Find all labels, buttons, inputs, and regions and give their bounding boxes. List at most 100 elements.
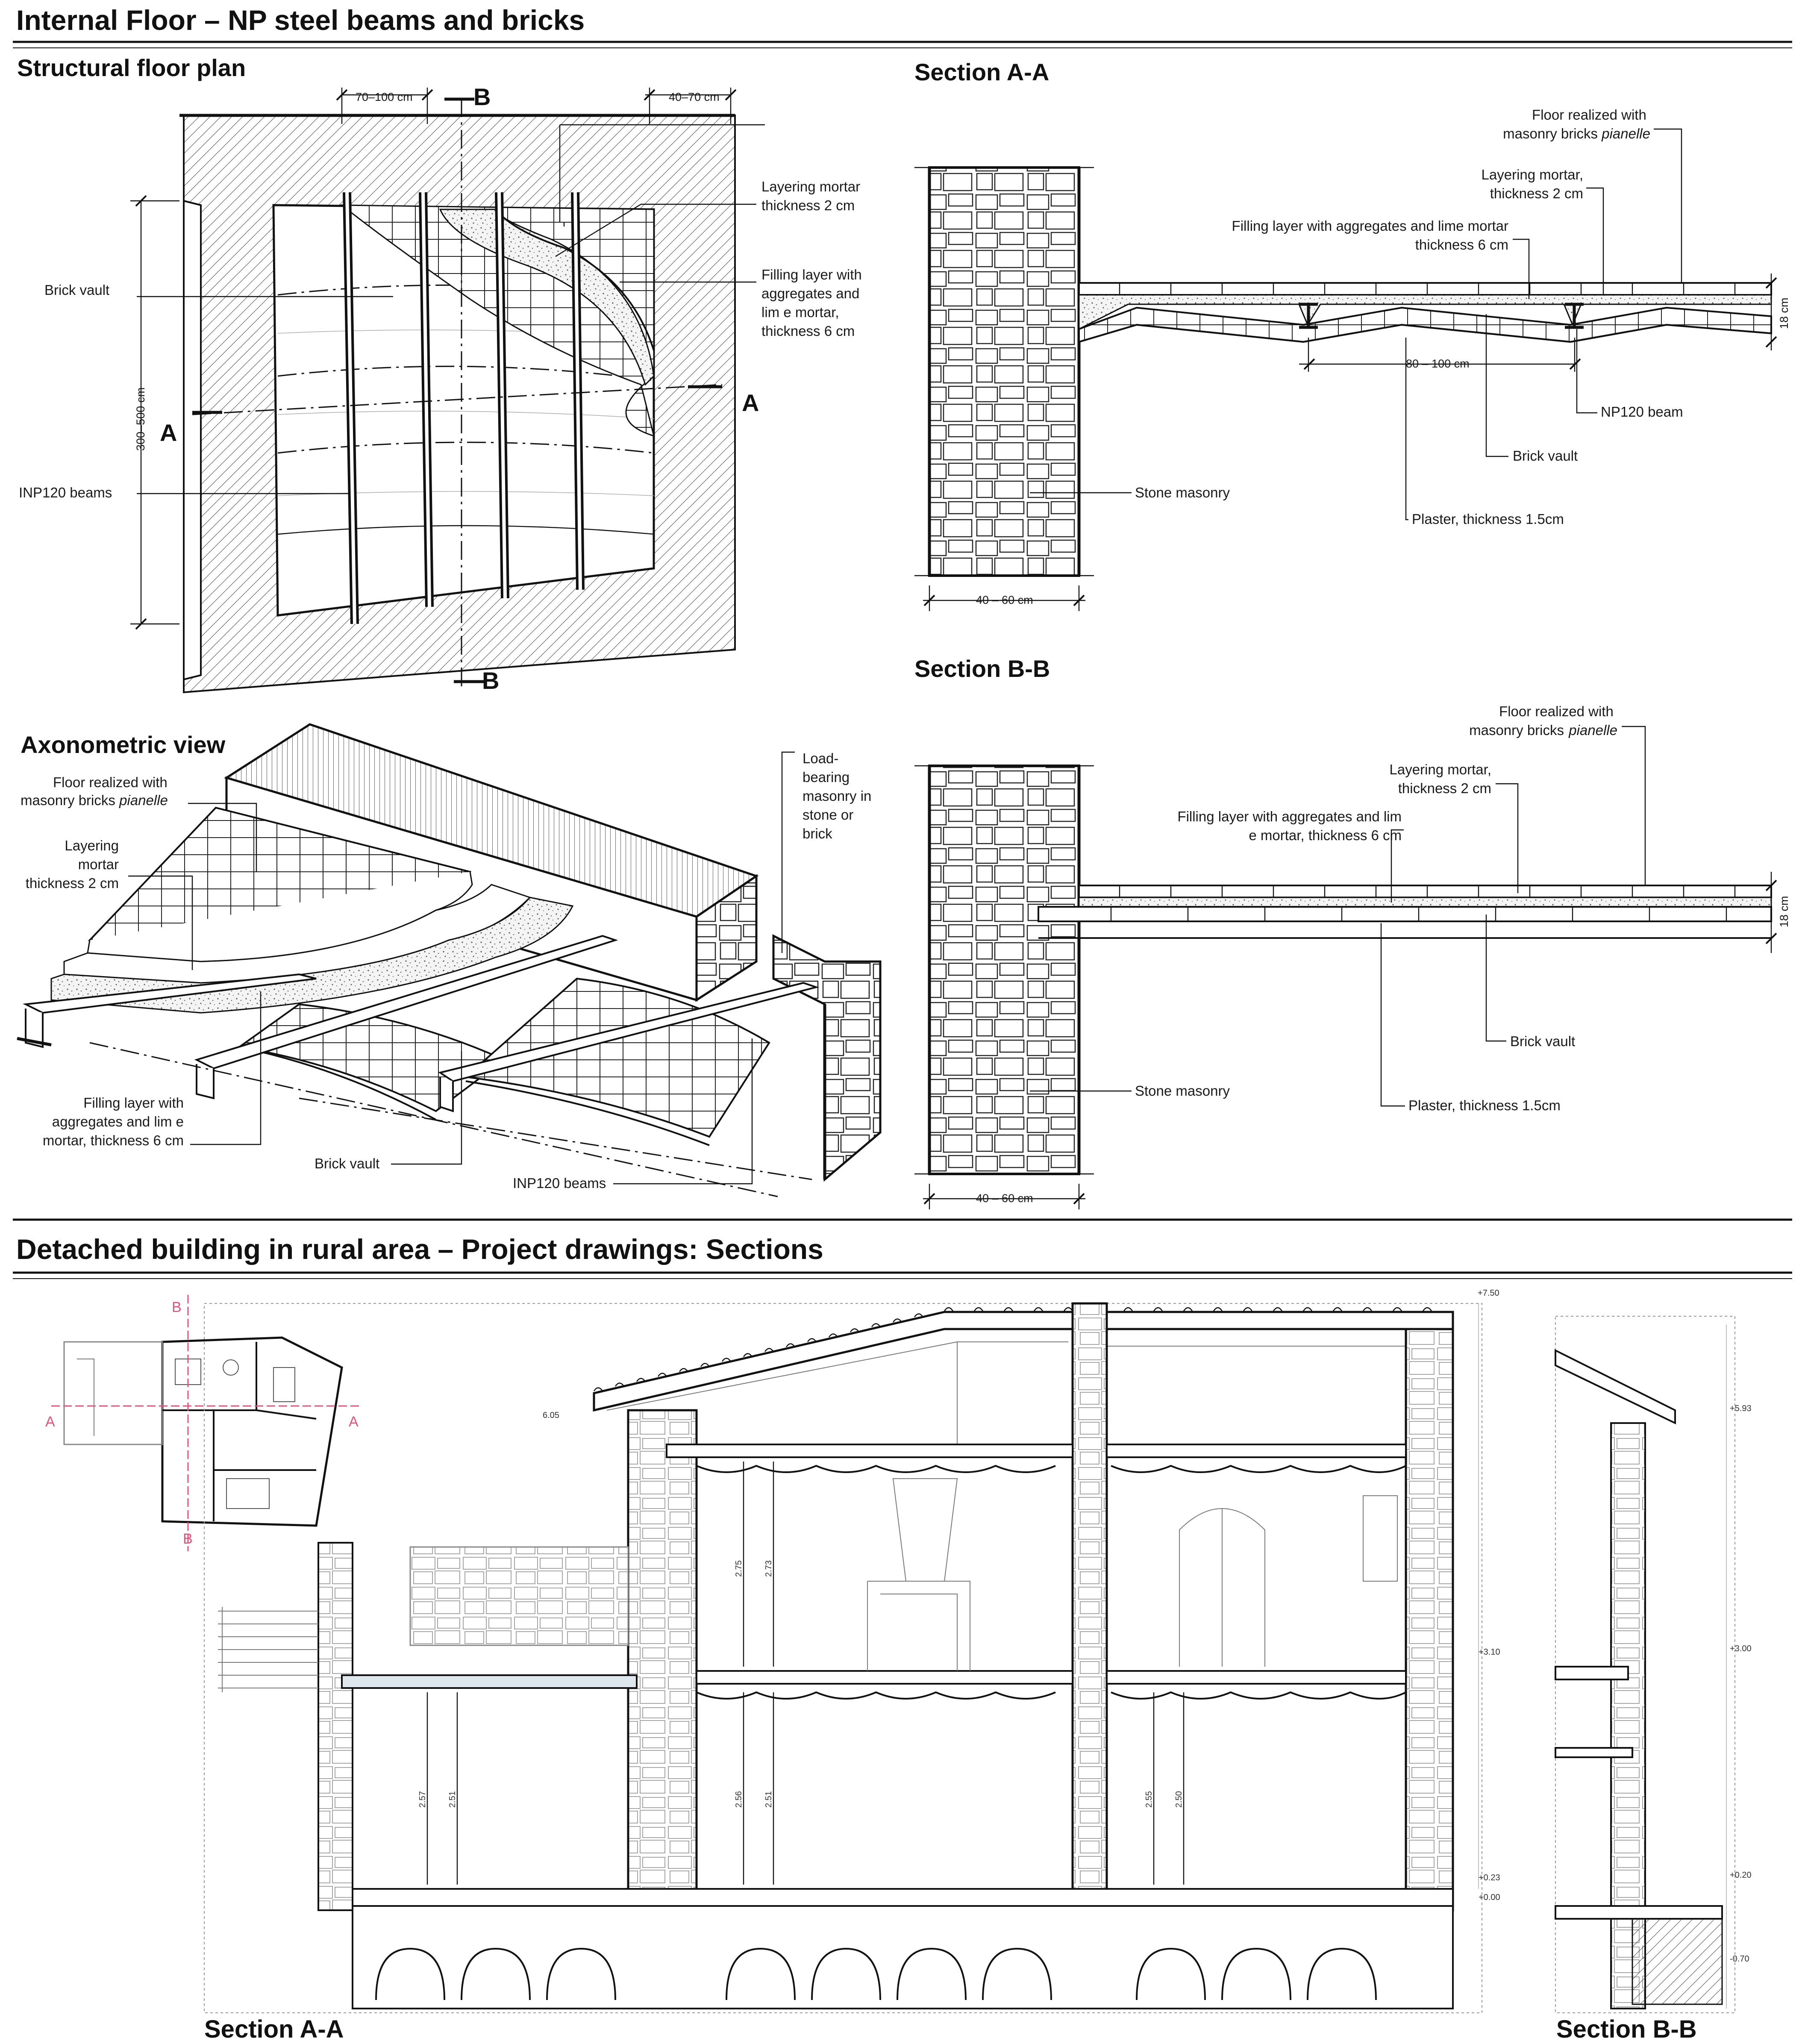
axo-label-filling: Filling layer with aggregates and lim e mo… (43, 1095, 184, 1148)
door (1179, 1508, 1265, 1667)
section-bb-title: Section B-B (914, 655, 1050, 682)
aa-dim-beams: 80 – 100 cm (1406, 357, 1470, 370)
section-a-caption: Section A-A (204, 2015, 344, 2043)
aa-label-masonry: Stone masonry (1135, 485, 1230, 500)
slab-middle (696, 1670, 1073, 1685)
label-line: bearing (803, 769, 850, 785)
key-a-right: A (349, 1414, 359, 1430)
label-line: Load- (803, 750, 838, 766)
plan-dim-span: 300–500 cm (134, 387, 147, 451)
axonometric-view: Axonometric view (17, 723, 882, 1197)
section-aa-detail: Section A-A 18 cm (914, 59, 1790, 611)
label-line: thickness 6 cm (1415, 237, 1508, 253)
aa-dim-wall: 40 – 60 cm (976, 594, 1033, 606)
axo-right-wall (772, 934, 882, 1182)
plan-title: Structural floor plan (17, 54, 246, 81)
h-251b: 2.51 (764, 1791, 773, 1808)
wall-garden (409, 1546, 629, 1646)
plan-cut-b-bottom: B (482, 667, 499, 694)
label-line: thickness 2 cm (761, 197, 855, 213)
label-line: thickness 2 cm (1490, 185, 1583, 201)
plan-beams (343, 192, 585, 624)
bb-label-layering: Layering mortar, thickness 2 cm (1390, 762, 1491, 796)
axo-label-beams: INP120 beams (513, 1175, 606, 1191)
aa-beams (1299, 303, 1584, 329)
label-line: thickness 6 cm (761, 323, 855, 339)
vespaio-arches (375, 1947, 1377, 2000)
aa-label-plaster: Plaster, thickness 1.5cm (1412, 511, 1564, 527)
plan-label-beams: INP120 beams (19, 485, 112, 500)
bb-label-floor: Floor realized with pianelle (1499, 703, 1617, 738)
building-section-bb: +5.93 +3.00 +0.20 -0.70 Section B-B (1555, 1316, 1752, 2043)
aa-label-layering: Layering mortar, thickness 2 cm (1482, 167, 1583, 201)
h-250: 2.50 (1174, 1791, 1184, 1808)
aa-label-filling: Filling layer with aggregates and lime m… (1232, 218, 1508, 253)
aa-pianelle-joints (1119, 283, 1736, 295)
structural-floor-plan: Structural floor plan (17, 54, 862, 694)
axo-vault-1 (237, 1003, 506, 1112)
label-line: aggregates and (761, 285, 859, 301)
section-aa-title: Section A-A (914, 59, 1049, 85)
label-line: thickness 2 cm (26, 875, 119, 891)
label-line: stone or (803, 807, 853, 823)
plan-cut-b-top: B (473, 83, 491, 110)
top-header: Internal Floor – NP steel beams and bric… (16, 4, 585, 36)
aa-label-beam: NP120 beam (1601, 404, 1683, 420)
bb-dim-depth: 18 cm (1778, 896, 1790, 927)
axo-label-layering: Layering mortar thickness 2 cm (26, 838, 119, 891)
label-line: aggregates and lim e (52, 1114, 184, 1129)
lvl-b-3: -0.70 (1730, 1954, 1749, 1964)
plan-dim-beam-spacing: 70–100 cm (356, 91, 413, 103)
h-273: 2.73 (764, 1560, 773, 1577)
aa-floor-pianelle (1078, 282, 1772, 296)
stairs (218, 1607, 318, 1692)
bb-dim-wall: 40 – 60 cm (976, 1192, 1033, 1205)
slab-upper (666, 1444, 1073, 1458)
h-257: 2.57 (418, 1791, 427, 1808)
roof-bb (1555, 1349, 1676, 1425)
axo-label-floor: Floor realized with masonry bricks piane… (21, 774, 171, 808)
axo-label-vault: Brick vault (315, 1156, 379, 1171)
lvl-b-0: +5.93 (1730, 1404, 1752, 1413)
section-b-caption: Section B-B (1556, 2015, 1697, 2043)
plan-label-vault: Brick vault (44, 282, 109, 298)
lvl-a-3: +0.23 (1479, 1873, 1500, 1882)
label-line: Layering mortar, (1390, 762, 1491, 777)
building-section-aa: 2.75 2.73 2.57 2.51 2.56 2.51 2.55 2.50 … (204, 1288, 1500, 2043)
section-bb-detail: Section B-B 18 cm 40 – 60 c (914, 655, 1790, 1209)
label-line: Layering (65, 838, 119, 853)
plan-cut-a-left: A (160, 419, 177, 446)
cut-line-a (192, 384, 723, 415)
label-line: Layering mortar (761, 179, 860, 194)
aa-label-vault: Brick vault (1513, 448, 1578, 464)
label-line: Filling layer with (761, 267, 862, 282)
aa-label-floor: Floor realized with masonry bricks piane… (1503, 107, 1650, 141)
plan-label-layering: Layering mortar thickness 2 cm (761, 179, 860, 213)
bb-label-plaster: Plaster, thickness 1.5cm (1408, 1097, 1561, 1113)
label-line: lim e mortar, (761, 304, 839, 320)
lvl-a-4: +0.00 (1479, 1893, 1500, 1902)
key-a-left: A (45, 1414, 55, 1430)
wall-mid-stone (1071, 1302, 1108, 1912)
ground-slab (352, 1888, 1454, 1907)
label-line: mortar, thickness 6 cm (43, 1132, 184, 1148)
lvl-a-1: 6.05 (543, 1411, 559, 1420)
label-line: thickness 2 cm (1398, 780, 1491, 796)
lvl-b-1: +3.00 (1730, 1644, 1752, 1653)
bb-vault (1038, 906, 1772, 922)
h-256: 2.56 (734, 1791, 744, 1808)
fireplace (867, 1478, 970, 1671)
label-line: Filling layer with (83, 1095, 184, 1111)
aa-dim-depth: 18 cm (1778, 297, 1790, 329)
bb-joints (1110, 885, 1736, 921)
label-line: Layering mortar, (1482, 167, 1583, 182)
axo-filling (50, 897, 574, 1014)
plan-cut-a-right: A (742, 389, 759, 416)
axo-beams (17, 935, 820, 1112)
label-line: brick (803, 826, 832, 841)
label-line: mortar (78, 856, 119, 872)
plan-dim-edge: 40–70 cm (669, 91, 720, 103)
bb-pianelle (1078, 885, 1772, 898)
wall-outer-left (317, 1542, 353, 1911)
